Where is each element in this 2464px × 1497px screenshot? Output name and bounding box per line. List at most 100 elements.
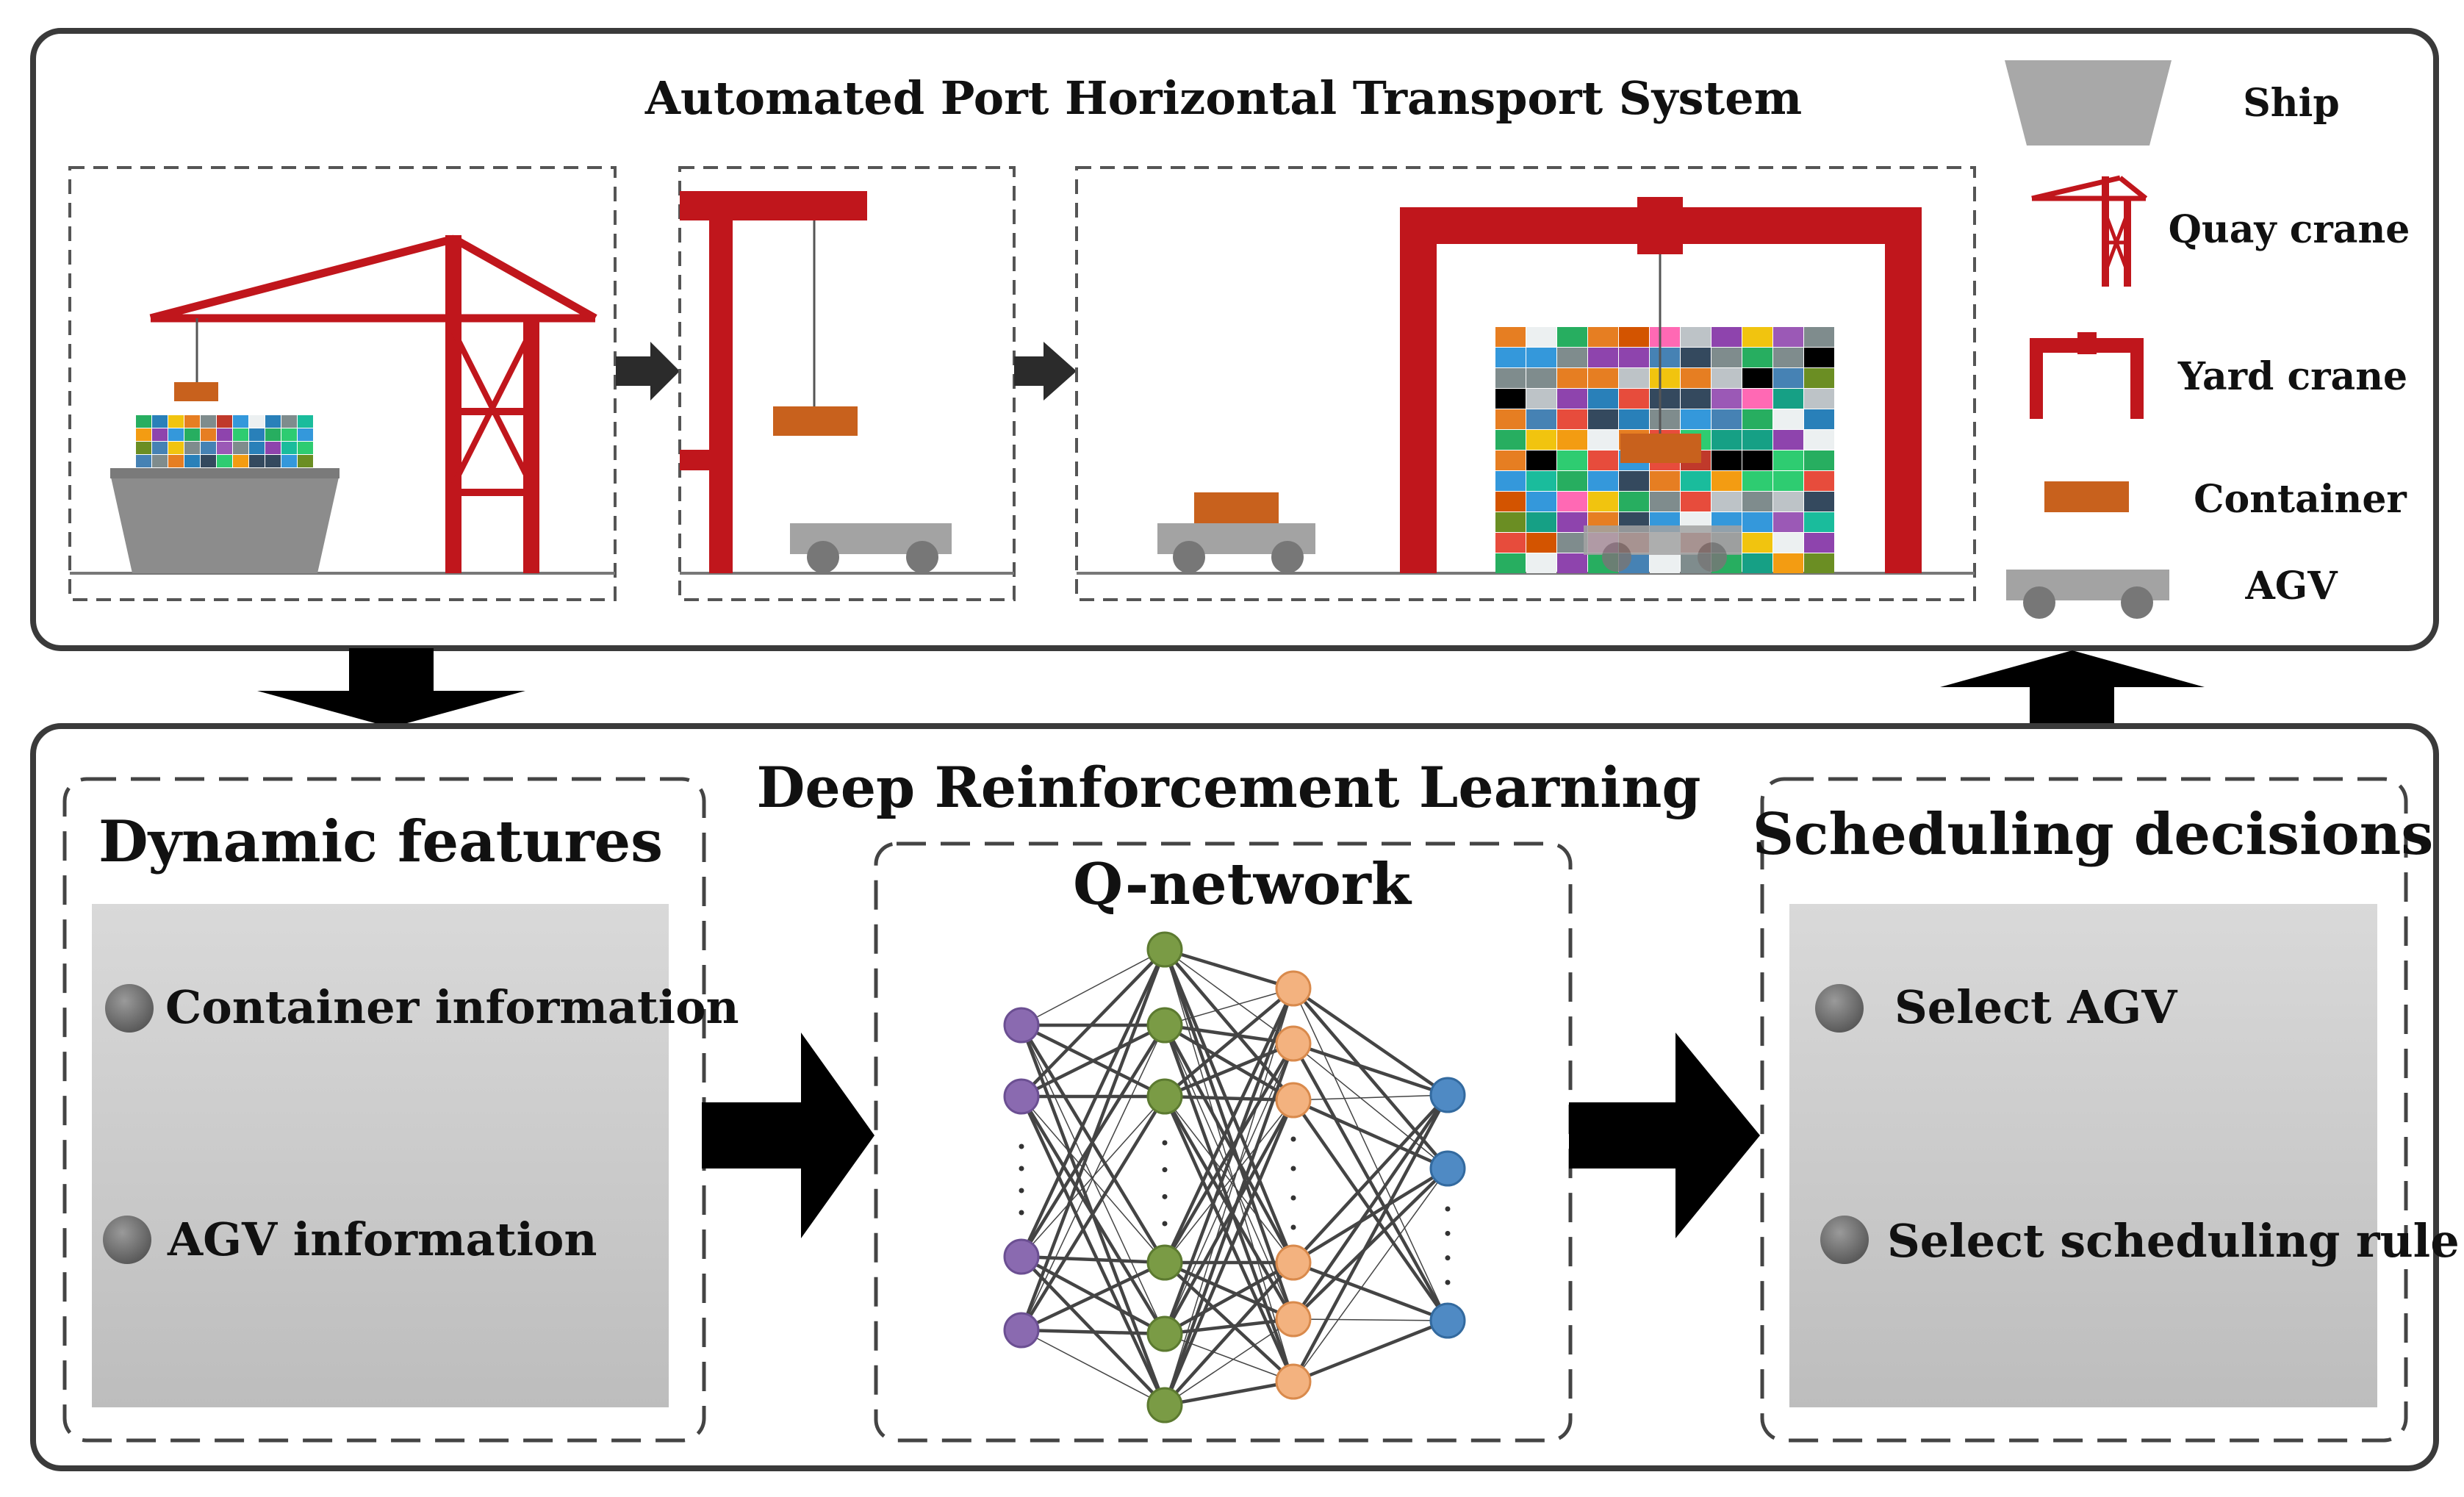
container-block	[1804, 389, 1834, 409]
container-block	[1557, 533, 1587, 553]
network-edge	[1164, 988, 1294, 1026]
container-block	[1742, 471, 1772, 491]
container-block	[265, 442, 281, 454]
container-block	[152, 442, 168, 454]
ellipsis-dot	[1445, 1230, 1451, 1236]
network-node	[1146, 1078, 1183, 1115]
network-node	[1146, 1007, 1183, 1044]
container-block	[1588, 327, 1618, 347]
network-edge	[1164, 1023, 1294, 1046]
network-edge	[1021, 1328, 1165, 1336]
bullet-icon	[1820, 1216, 1869, 1264]
container-block	[1681, 471, 1711, 491]
container-block	[152, 455, 168, 467]
container-block	[1742, 368, 1772, 388]
network-edge	[1292, 987, 1449, 1170]
container-block	[217, 455, 232, 467]
network-edge	[1292, 1167, 1449, 1321]
container-block	[184, 415, 200, 428]
q-network-title: Q-network	[1073, 851, 1412, 918]
container-block	[168, 455, 184, 467]
container-block	[1711, 348, 1742, 367]
agv-icon	[2006, 570, 2169, 619]
network-edge	[1164, 1318, 1294, 1406]
flow-arrow-right	[1569, 1033, 1760, 1238]
container-block	[1526, 409, 1556, 429]
container-block	[1742, 512, 1772, 532]
container-block	[1804, 553, 1834, 573]
agv-icon	[1584, 525, 1742, 572]
container-block	[1711, 471, 1742, 491]
ship-icon	[2005, 60, 2172, 146]
container-block	[1773, 368, 1803, 388]
container-block	[1804, 471, 1834, 491]
network-edge	[1292, 1094, 1449, 1383]
ship-icon	[110, 468, 340, 573]
dynamic-features-title: Dynamic features	[98, 808, 663, 875]
container-block	[1588, 389, 1618, 409]
feature-item: Container information	[165, 980, 739, 1034]
container-block	[1588, 409, 1618, 429]
container-block	[1804, 533, 1834, 553]
container-block	[1773, 348, 1803, 367]
container-block	[1588, 368, 1618, 388]
quay-crane-icon	[2031, 175, 2148, 287]
container-block	[281, 442, 297, 454]
network-node	[1146, 1315, 1183, 1352]
container-block	[1588, 430, 1618, 450]
container-block	[1711, 430, 1742, 450]
legend-label: AGV	[2244, 564, 2338, 609]
container-block	[1711, 450, 1742, 470]
ship-container-stack	[136, 415, 313, 467]
container-block	[1650, 553, 1680, 573]
container-block	[298, 428, 313, 441]
container-icon	[2044, 481, 2129, 512]
container-block	[1619, 327, 1649, 347]
container-block	[1526, 553, 1556, 573]
container-block	[249, 442, 265, 454]
container-block	[249, 455, 265, 467]
ellipsis-dot	[1019, 1210, 1024, 1216]
container-block	[1681, 327, 1711, 347]
container-icon	[1620, 434, 1701, 463]
network-edge	[1292, 1167, 1449, 1264]
network-edge	[1163, 949, 1296, 1320]
container-block	[1495, 450, 1526, 470]
container-block	[298, 442, 313, 454]
network-edge	[1163, 1095, 1295, 1321]
container-block	[1526, 368, 1556, 388]
ellipsis-dot	[1162, 1140, 1168, 1146]
flow-arrow-right	[702, 1033, 874, 1238]
ellipsis-dot	[1019, 1166, 1024, 1171]
container-block	[1588, 450, 1618, 470]
container-block	[152, 415, 168, 428]
network-edge	[1293, 1043, 1448, 1169]
quay-crane-icon	[149, 234, 597, 573]
container-block	[1557, 409, 1587, 429]
container-block	[1557, 471, 1587, 491]
container-block	[281, 415, 297, 428]
quay-crane-icon	[680, 191, 867, 573]
container-block	[1711, 327, 1742, 347]
network-node	[1429, 1302, 1466, 1339]
container-block	[1711, 492, 1742, 511]
ellipsis-dot	[1162, 1221, 1168, 1227]
network-node	[1275, 1363, 1312, 1400]
container-block	[1619, 492, 1649, 511]
container-block	[1773, 409, 1803, 429]
container-block	[1804, 327, 1834, 347]
container-block	[1650, 409, 1680, 429]
q-network-box	[874, 841, 1573, 1443]
network-edge	[1163, 1043, 1296, 1406]
network-node	[1275, 1082, 1312, 1119]
decision-item: Select scheduling rule	[1887, 1214, 2460, 1268]
network-node	[1003, 1312, 1040, 1349]
container-icon	[773, 406, 858, 436]
legend-label: Quay crane	[2169, 207, 2410, 252]
network-edge	[1164, 1379, 1294, 1407]
container-block	[233, 428, 248, 441]
container-block	[1681, 348, 1711, 367]
container-block	[168, 442, 184, 454]
legend-label: Container	[2194, 477, 2407, 522]
container-block	[265, 455, 281, 467]
